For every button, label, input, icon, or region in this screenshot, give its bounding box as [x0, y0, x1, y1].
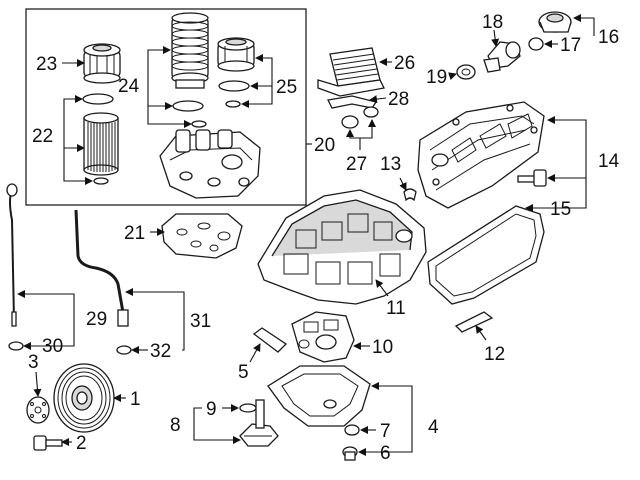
- callout-18: 18: [482, 12, 503, 33]
- sealant-tube-left-part[interactable]: [252, 327, 288, 353]
- filler-neck-part[interactable]: [483, 41, 521, 73]
- drain-plug-part[interactable]: [342, 446, 358, 461]
- callout-23: 23: [36, 54, 57, 75]
- callout-16: 16: [598, 27, 619, 48]
- dipstick-seal-part[interactable]: [8, 341, 24, 351]
- housing-small-ring-part[interactable]: [225, 100, 241, 108]
- callout-28: 28: [388, 89, 409, 110]
- oil-cooler-tube-part[interactable]: [171, 12, 209, 89]
- callout-22: 22: [32, 126, 53, 147]
- callout-9: 9: [206, 399, 217, 420]
- oil-filter-housing-body-part[interactable]: [159, 129, 261, 199]
- vent-hose-part[interactable]: [403, 188, 417, 202]
- oil-cooler-part[interactable]: [317, 47, 385, 97]
- callout-1: 1: [130, 389, 141, 410]
- sealant-tube-right-part[interactable]: [454, 311, 494, 333]
- filter-housing-part[interactable]: [217, 37, 255, 72]
- callout-30: 30: [42, 336, 63, 357]
- callout-2: 2: [76, 433, 87, 454]
- dipstick-tube-part[interactable]: [74, 209, 126, 319]
- valve-cover-part[interactable]: [417, 101, 545, 209]
- callout-15: 15: [550, 199, 571, 220]
- dipstick-tube-seal-part[interactable]: [116, 345, 132, 355]
- callout-13: 13: [380, 154, 401, 175]
- oil-filler-cap-part[interactable]: [538, 11, 572, 33]
- callout-3: 3: [28, 352, 39, 373]
- pulley-bolt-part[interactable]: [33, 435, 63, 451]
- filler-neck-seal-part[interactable]: [456, 64, 476, 80]
- callout-29: 29: [86, 309, 107, 330]
- callout-12: 12: [484, 344, 505, 365]
- cap-o-ring-part[interactable]: [82, 93, 114, 105]
- housing-o-ring-part[interactable]: [218, 80, 250, 92]
- cooler-seal-right-part[interactable]: [363, 106, 379, 118]
- callout-31: 31: [190, 311, 211, 332]
- callout-21: 21: [124, 223, 145, 244]
- callout-27: 27: [346, 154, 367, 175]
- cooler-o-ring-part[interactable]: [172, 100, 204, 112]
- engine-block-part[interactable]: [257, 189, 427, 305]
- oil-pickup-tube-part[interactable]: [239, 399, 279, 447]
- callout-17: 17: [560, 35, 581, 56]
- filler-cap-seal-part[interactable]: [528, 37, 544, 51]
- callout-26: 26: [394, 53, 415, 74]
- adapter-plate-part[interactable]: [161, 213, 243, 259]
- callout-labels: 23 22 24 25 20 21 26 28 27 13 18 19 17 1…: [28, 12, 620, 464]
- filter-housing-inset-box: [25, 8, 307, 206]
- callout-6: 6: [380, 443, 391, 464]
- oil-filter-element-part[interactable]: [83, 112, 119, 176]
- callout-32: 32: [150, 341, 171, 362]
- callout-25: 25: [276, 77, 297, 98]
- pickup-o-ring-part[interactable]: [239, 403, 257, 413]
- callout-11: 11: [386, 298, 406, 319]
- valve-cover-gasket-part[interactable]: [427, 205, 545, 305]
- callout-24: 24: [118, 76, 140, 97]
- oil-filter-cap-part[interactable]: [83, 43, 121, 84]
- callout-8: 8: [170, 415, 181, 436]
- callout-20: 20: [314, 135, 335, 156]
- cooler-gasket-part[interactable]: [327, 95, 378, 109]
- leader-lines: [17, 14, 595, 456]
- oil-pan-part[interactable]: [267, 365, 371, 427]
- cooler-small-ring-part[interactable]: [191, 120, 207, 128]
- drain-plug-washer-part[interactable]: [344, 424, 360, 436]
- pulley-washer-part[interactable]: [26, 396, 50, 424]
- callout-7: 7: [380, 421, 391, 442]
- callout-14: 14: [598, 151, 620, 172]
- callout-10: 10: [372, 337, 393, 358]
- callout-4: 4: [428, 417, 439, 438]
- valve-cover-bolt-part[interactable]: [517, 169, 547, 187]
- crankshaft-pulley-part[interactable]: [53, 363, 115, 433]
- oil-dipstick-part[interactable]: [9, 189, 15, 321]
- oil-pump-part[interactable]: [291, 311, 355, 363]
- cooler-seal-left-part[interactable]: [341, 115, 359, 129]
- callout-19: 19: [426, 67, 447, 88]
- callout-5: 5: [238, 362, 249, 383]
- small-o-ring-part[interactable]: [93, 177, 109, 185]
